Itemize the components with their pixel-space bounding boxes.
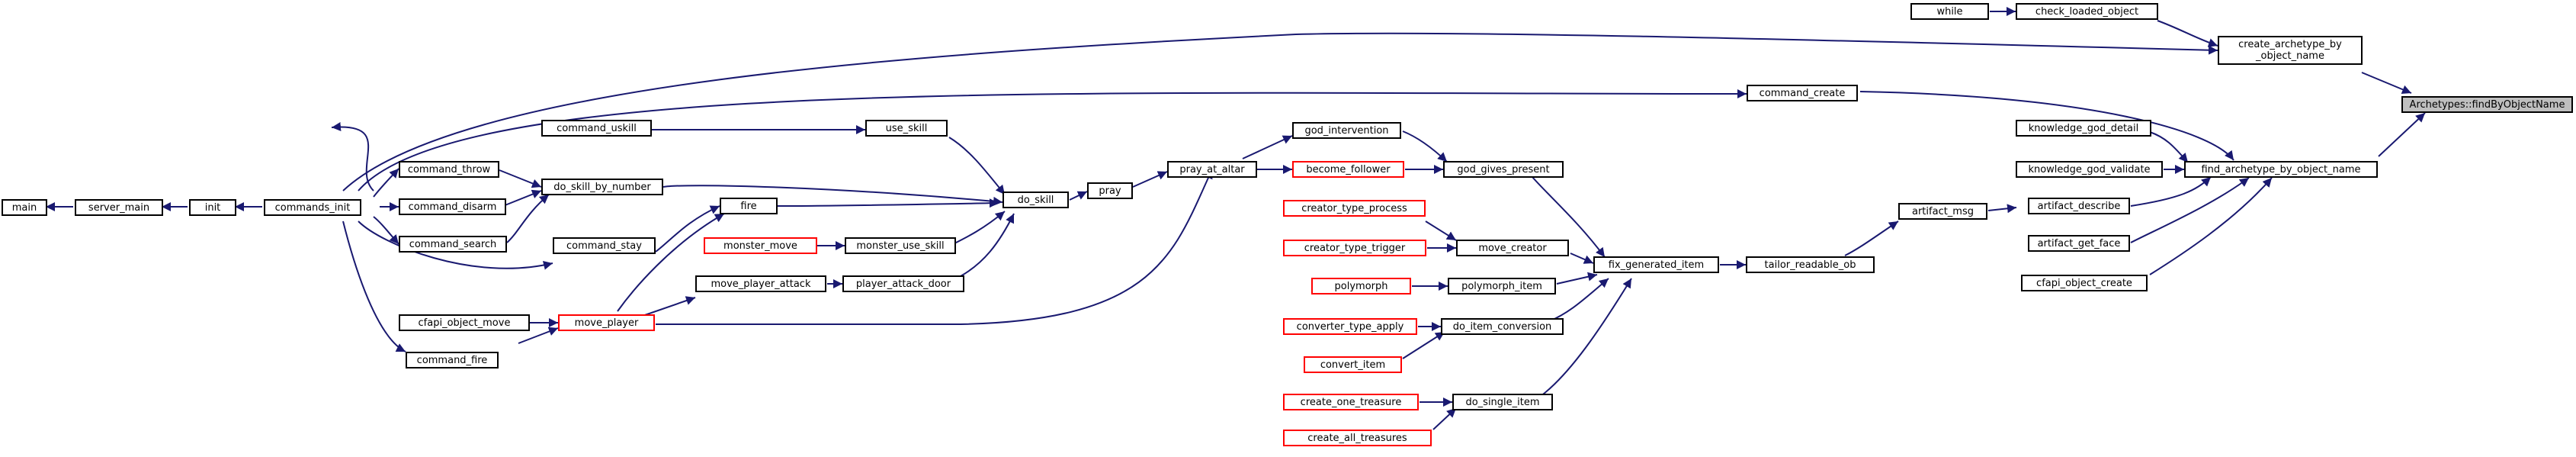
node-command_stay[interactable]: command_stay [553,237,656,254]
edge-fix_generated_item-do_item_conversion [1547,278,1609,323]
node-command_uskill[interactable]: command_uskill [541,120,652,137]
node-create_all_treasures[interactable]: create_all_treasures [1283,430,1432,446]
edge-do_skill-player_attack_door [960,213,1015,277]
edge-find_archetype-artifact_describe [2130,176,2212,207]
node-converter_type_apply[interactable]: converter_type_apply [1283,318,1417,335]
edge-do_skill-monster_use_skill [952,211,1006,245]
node-fire[interactable]: fire [720,198,778,214]
edge-fix_generated_item-god_gives_present [1532,176,1606,258]
node-command_fire[interactable]: command_fire [406,352,499,368]
node-init[interactable]: init [189,199,236,216]
node-artifact_describe[interactable]: artifact_describe [2028,198,2130,214]
edge-fix_generated_item-do_single_item [1539,278,1632,397]
node-creator_type_trigger[interactable]: creator_type_trigger [1283,240,1426,256]
node-cfapi_object_move[interactable]: cfapi_object_move [399,314,530,331]
edge-do_item_conversion-convert_item [1402,331,1445,359]
node-cfapi_object_create[interactable]: cfapi_object_create [2021,275,2148,291]
node-creator_type_process[interactable]: creator_type_process [1283,200,1426,217]
edge-root-find_archetype [2378,112,2426,157]
node-commands_init[interactable]: commands_init [264,199,361,216]
edge-do_single_item-create_all_treasures [1432,407,1457,430]
node-move_player[interactable]: move_player [558,314,655,331]
edge-fix_generated_item-polymorph_item [1556,272,1598,285]
node-do_skill_by_number[interactable]: do_skill_by_number [541,179,663,195]
node-command_search[interactable]: command_search [399,236,507,253]
node-become_follower[interactable]: become_follower [1292,161,1404,178]
node-pray_at_altar[interactable]: pray_at_altar [1167,161,1257,178]
edge-move_creator-creator_type_process [1425,220,1457,241]
node-command_disarm[interactable]: command_disarm [399,198,506,215]
edge-command_stay-commands_init [358,220,553,270]
edge-god_intervention-pray_at_altar [1242,135,1293,159]
edge-pray_at_altar-move_player [656,169,1213,325]
edge-do_skill-use_skill [948,137,1006,195]
node-command_throw[interactable]: command_throw [399,161,499,178]
node-use_skill[interactable]: use_skill [865,120,948,137]
node-move_player_attack[interactable]: move_player_attack [695,275,826,292]
edge-pray_at_altar-pray [1132,171,1168,188]
node-god_gives_present[interactable]: god_gives_present [1443,161,1564,178]
node-fix_generated_item[interactable]: fix_generated_item [1593,256,1719,273]
node-knowledge_god_validate[interactable]: knowledge_god_validate [2016,161,2163,178]
node-knowledge_god_detail[interactable]: knowledge_god_detail [2016,120,2151,137]
edge-command_fire-commands_init [342,220,406,352]
node-monster_move[interactable]: monster_move [704,237,817,254]
node-god_intervention[interactable]: god_intervention [1292,122,1401,139]
node-main[interactable]: main [2,199,47,216]
edge-fire-move_player [617,213,725,312]
edge-do_skill-fire [777,198,999,208]
node-convert_item[interactable]: convert_item [1304,356,1402,373]
edge-find_archetype-command_create [1859,91,2234,161]
node-create_one_treasure[interactable]: create_one_treasure [1283,394,1419,410]
edge-command_create-commands_init [358,89,1747,191]
node-command_create[interactable]: command_create [1747,85,1858,101]
edge-command_search-commands_init [373,216,399,245]
edge-do_skill_by_number-command_throw [499,169,542,188]
node-check_loaded_object[interactable]: check_loaded_object [2016,3,2158,20]
edge-root-create_archetype [2361,72,2412,94]
edge-create_archetype-check_loaded_object [2157,20,2218,47]
node-while[interactable]: while [1910,3,1989,20]
node-create_archetype_by_object_name[interactable]: create_archetype_by_object_name [2218,36,2363,65]
edge-do_skill_by_number-command_disarm [502,189,542,207]
edge-god_gives_present-god_intervention [1402,130,1448,163]
edge-pray-do_skill [1069,191,1088,201]
node-monster_use_skill[interactable]: monster_use_skill [845,237,956,254]
edge-find_archetype-knowledge_god_detail [2149,131,2189,163]
node-pray[interactable]: pray [1087,182,1133,199]
edge-find_archetype-cfapi_object_create [2149,177,2273,275]
edge-move_player-command_fire [518,327,559,344]
node-polymorph[interactable]: polymorph [1311,278,1411,294]
edge-create_archetype-commands_init [342,32,2218,191]
node-artifact_msg[interactable]: artifact_msg [1898,203,1987,220]
edge-command_throw-commands_init [373,168,399,198]
edge-do_skill_by_number-command_search [506,194,550,243]
node-do_skill[interactable]: do_skill [1002,191,1069,208]
node-root-archetypes-findbyobjectname: Archetypes::findByObjectName [2401,96,2573,113]
edge-artifact_describe-artifact_msg [1987,204,2017,214]
node-tailor_readable_ob[interactable]: tailor_readable_ob [1746,256,1875,273]
node-server_main[interactable]: server_main [75,199,163,216]
edge-fire-command_stay [655,205,720,253]
node-player_attack_door[interactable]: player_attack_door [842,275,964,292]
edge-fix_generated_item-move_creator [1570,253,1594,264]
edge-move_player_attack-move_player [640,296,696,317]
node-move_creator[interactable]: move_creator [1456,240,1569,256]
node-artifact_get_face[interactable]: artifact_get_face [2028,235,2130,252]
node-find_archetype_by_object_name[interactable]: find_archetype_by_object_name [2184,161,2378,178]
edge-do_skill-do_skill_by_number [662,185,1003,206]
edge-artifact_msg-tailor_readable_ob [1844,220,1899,256]
node-polymorph_item[interactable]: polymorph_item [1448,278,1556,294]
node-do_single_item[interactable]: do_single_item [1452,394,1553,410]
edge-find_archetype-artifact_get_face [2130,177,2250,243]
node-do_item_conversion[interactable]: do_item_conversion [1441,318,1564,335]
